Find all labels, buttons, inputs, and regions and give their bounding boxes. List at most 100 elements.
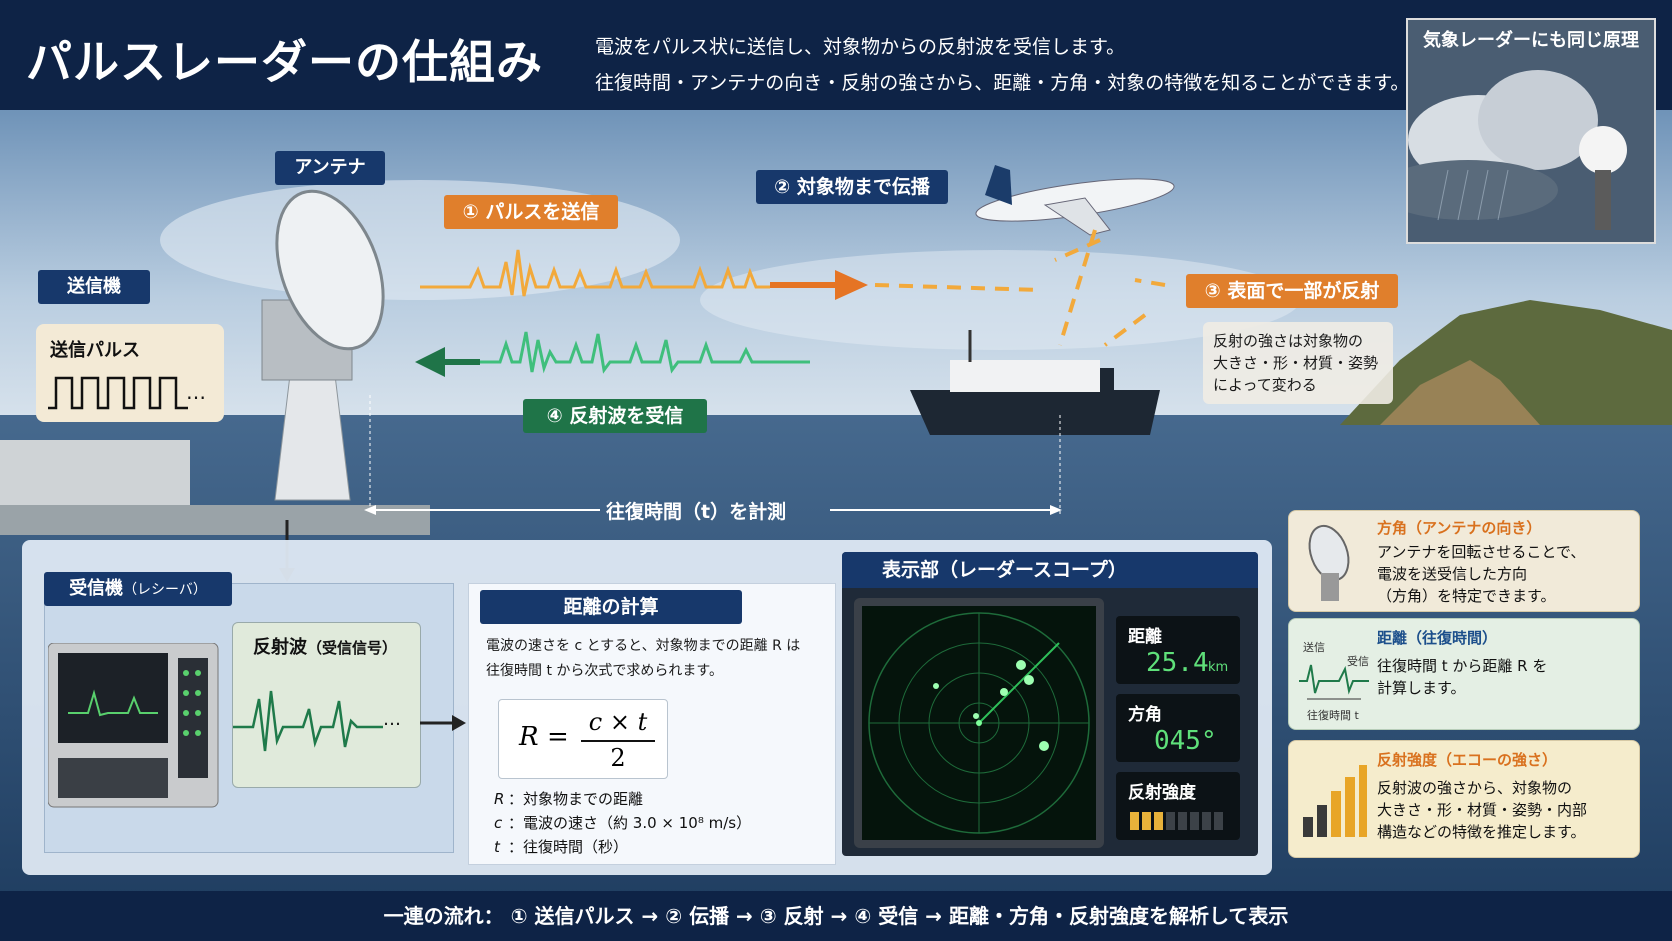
step4-number: ④: [546, 405, 563, 427]
transmitter-building: [0, 440, 190, 510]
distance-label: 距離: [1128, 627, 1162, 647]
bearing-readout: 方角 045°: [1116, 694, 1240, 762]
legend-row-r: R：対象物までの距離: [494, 788, 751, 812]
weather-radar-inset: 気象レーダーにも同じ原理: [1406, 18, 1656, 244]
formula-numerator: c × t: [588, 708, 648, 736]
echo-waveform: [233, 690, 383, 752]
tx-pulse-box: 送信パルス …: [36, 324, 224, 422]
distance-unit: km: [1208, 660, 1229, 675]
side-bearing-title: 方角（アンテナの向き）: [1377, 519, 1542, 537]
bearing-value: 045°: [1154, 726, 1217, 756]
legend-desc: 対象物までの距離: [523, 790, 644, 808]
step3-number: ③: [1204, 280, 1221, 302]
step2-number: ②: [774, 176, 791, 198]
weather-radar-image: [1408, 70, 1627, 230]
side-distance-title: 距離（往復時間）: [1377, 629, 1498, 647]
receiver-device-image: [48, 643, 219, 808]
calc-text-line-1: 電波の速さを c とすると、対象物までの距離 R は: [486, 638, 801, 654]
side-strength-line-2: 大きさ・形・材質・姿勢・内部: [1377, 801, 1588, 819]
legend-row-c: c ：電波の速さ（約 3.0 × 10⁸ m/s）: [494, 812, 751, 836]
tx-pulse-title: 送信パルス: [50, 340, 140, 361]
distance-value: 25.4: [1146, 648, 1209, 678]
radar-scope-display: [854, 598, 1104, 848]
airplane-illustration: [975, 165, 1175, 236]
antenna-icon: [1308, 524, 1350, 601]
reflection-note-line-3: によって変わる: [1213, 376, 1317, 394]
strength-bar-segment: [1130, 812, 1139, 830]
formula-equals: =: [547, 722, 569, 752]
strength-bar-meter: [1130, 812, 1230, 830]
weather-inset-title: 気象レーダーにも同じ原理: [1423, 30, 1639, 51]
side-strength-line-3: 構造などの特徴を推定します。: [1377, 823, 1586, 841]
legend-symbol: c: [494, 814, 503, 832]
legend-desc: 往復時間（秒）: [523, 838, 629, 856]
receiver-title: 受信機（レシーバ）: [44, 572, 232, 606]
reflection-note-line-2: 大きさ・形・材質・姿勢: [1213, 354, 1379, 372]
legend-sep: ：: [508, 838, 524, 856]
strength-bar-segment: [1178, 812, 1187, 830]
legend-desc: 電波の速さ（約 3.0 × 10⁸ m/s）: [523, 814, 752, 832]
reflection-note-line-1: 反射の強さは対象物の: [1213, 332, 1364, 350]
formula-lhs: R: [519, 722, 539, 752]
strength-label: 反射強度: [1128, 783, 1196, 803]
legend-symbol: R: [494, 790, 505, 808]
page-title: パルスレーダーの仕組み: [26, 35, 543, 89]
round-trip-label: 往復時間（t）を計測: [606, 501, 787, 523]
strength-readout: 反射強度: [1116, 772, 1240, 840]
header-bar: [0, 0, 1672, 110]
step1-text: パルスを送信: [485, 201, 600, 223]
formula-box: R = c × t 2: [498, 699, 668, 779]
tx-wave: [420, 249, 770, 297]
side-bearing-line-2: 電波を送受信した方向: [1377, 565, 1528, 583]
step2-label: ② 対象物まで伝播: [756, 170, 948, 204]
echo-title-text: 反射波: [253, 637, 307, 658]
flow-text: 一連の流れ： ① 送信パルス → ② 伝播 → ③ 反射 → ④ 受信 → 距離…: [383, 904, 1289, 928]
side-distance-line-1: 往復時間 t から距離 R を: [1377, 657, 1548, 675]
transmitter-label: 送信機: [38, 270, 150, 304]
strength-bar-segment: [1166, 812, 1175, 830]
side-strength-line-1: 反射波の強さから、対象物の: [1377, 779, 1573, 797]
formula-denominator: 2: [610, 744, 626, 772]
strength-bar-segment: [1214, 812, 1223, 830]
strength-bar-segment: [1190, 812, 1199, 830]
rx-wave: [480, 331, 810, 374]
echo-title: 反射波（受信信号）: [253, 633, 397, 659]
side-bearing-line-3: （方角）を特定できます。: [1377, 587, 1556, 605]
subtitle-line-1: 電波をパルス状に送信し、対象物からの反射波を受信します。: [595, 36, 1126, 58]
side-bearing-line-1: アンテナを回転させることで、: [1377, 543, 1586, 561]
calc-text-line-2: 往復時間 t から次式で求められます。: [486, 663, 723, 679]
step1-label: ① パルスを送信: [444, 195, 618, 229]
formula-legend: R：対象物までの距離 c：電波の速さ（約 3.0 × 10⁸ m/s） t：往復…: [494, 788, 751, 860]
distance-readout: 距離 25.4 km: [1116, 616, 1240, 684]
side-strength-title: 反射強度（エコーの強さ）: [1377, 751, 1558, 769]
step4-label: ④ 反射波を受信: [523, 399, 707, 433]
step3-text: 表面で一部が反射: [1227, 280, 1380, 302]
echo-signal-box: 反射波（受信信号） …: [232, 622, 421, 788]
tx-pulse-continuation: …: [186, 380, 206, 404]
receiver-title-text: 受信機: [69, 578, 124, 599]
subtitle-line-2: 往復時間・アンテナの向き・反射の強さから、距離・方角・対象の特徴を知ることができ…: [595, 72, 1410, 94]
side-strength-card: 反射強度（エコーの強さ） 反射波の強さから、対象物の 大きさ・形・材質・姿勢・内…: [1288, 740, 1640, 858]
antenna-illustration: [261, 189, 385, 501]
reflection-note: 反射の強さは対象物の 大きさ・形・材質・姿勢 によって変わる: [1203, 322, 1393, 404]
strength-bar-segment: [1154, 812, 1163, 830]
mini-rx-label: 受信: [1347, 655, 1369, 668]
scope-title: 表示部（レーダースコープ）: [842, 552, 1258, 588]
side-distance-card: 送信 受信 往復時間 t 距離（往復時間） 往復時間 t から距離 R を 計算…: [1288, 618, 1640, 730]
legend-row-t: t：往復時間（秒）: [494, 836, 751, 860]
mini-tx-label: 送信: [1303, 641, 1325, 654]
step2-text: 対象物まで伝播: [796, 176, 930, 198]
legend-sep: ：: [508, 814, 524, 832]
rx-arrowhead: [415, 347, 445, 377]
step4-text: 反射波を受信: [569, 405, 684, 427]
tx-arrowhead: [835, 270, 868, 300]
receiver-to-calc-arrow: [420, 715, 466, 731]
legend-sep: ：: [508, 790, 524, 808]
receiver-title-sub: （レシーバ）: [123, 582, 207, 598]
antenna-label: アンテナ: [275, 151, 385, 185]
bearing-label: 方角: [1128, 705, 1162, 725]
calc-title: 距離の計算: [480, 590, 742, 624]
step3-label: ③ 表面で一部が反射: [1186, 274, 1398, 308]
mini-round-trip-label: 往復時間 t: [1307, 709, 1359, 722]
